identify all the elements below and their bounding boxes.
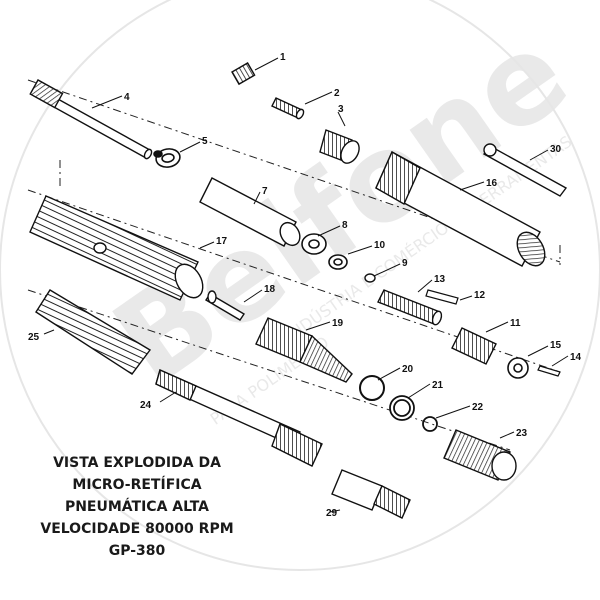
part-23-nut: [443, 429, 517, 481]
label-part-30: 30: [550, 144, 562, 155]
part-16-housing: [375, 151, 546, 267]
part-8-spacer: [301, 233, 327, 255]
label-part-22: 22: [472, 402, 484, 413]
label-part-18: 18: [264, 284, 276, 295]
part-22-o-ring: [422, 416, 438, 432]
label-part-10: 10: [374, 240, 386, 251]
label-part-23: 23: [516, 428, 528, 439]
part-25-bellows: [35, 289, 152, 375]
watermark-circle-icon: [0, 0, 600, 571]
caption-line-3: PNEUMÁTICA ALTA: [64, 499, 210, 515]
part-18-stem: [205, 290, 245, 321]
label-part-5: 5: [202, 136, 208, 147]
label-part-29: 29: [326, 508, 338, 519]
label-part-7: 7: [262, 186, 268, 197]
part-11-sleeve: [451, 327, 497, 365]
part-15-cap: [507, 357, 529, 379]
part-3-chuck-nut: [319, 129, 360, 164]
label-part-15: 15: [550, 340, 562, 351]
part-2-collet: [271, 97, 305, 120]
label-part-12: 12: [474, 290, 486, 301]
part-5-ring: [153, 148, 181, 168]
label-part-24: 24: [140, 400, 152, 411]
part-21-ring: [389, 395, 415, 421]
label-part-9: 9: [402, 258, 408, 269]
part-24-hose: [155, 369, 323, 467]
label-part-21: 21: [432, 380, 444, 391]
label-part-19: 19: [332, 318, 344, 329]
leader-lines: [43, 57, 569, 513]
label-part-2: 2: [334, 88, 340, 99]
label-part-14: 14: [570, 352, 582, 363]
label-part-16: 16: [486, 178, 498, 189]
part-20-o-ring: [359, 375, 385, 401]
label-part-8: 8: [342, 220, 348, 231]
part-13-valve: [377, 289, 443, 326]
caption-line-2: MICRO-RETÍFICA: [72, 477, 202, 493]
part-4-shaft: [29, 79, 153, 160]
watermark-brand: Belfone: [90, 4, 592, 414]
part-30-wrench: [482, 143, 568, 197]
label-part-13: 13: [434, 274, 446, 285]
label-part-3: 3: [338, 104, 344, 115]
part-29-fitting: [331, 469, 411, 519]
part-7-sleeve: [199, 177, 301, 247]
label-part-25: 25: [28, 332, 40, 343]
part-9-small-ring: [364, 273, 376, 283]
part-14-pin: [537, 365, 561, 377]
label-part-1: 1: [280, 52, 286, 63]
label-part-11: 11: [510, 318, 521, 329]
label-part-17: 17: [216, 236, 228, 247]
part-19-body: [255, 317, 353, 383]
caption-line-4: VELOCIDADE 80000 RPM: [40, 521, 234, 537]
caption-line-1: VISTA EXPLODIDA DA: [53, 455, 221, 471]
part-1-nut: [231, 62, 256, 86]
part-10-washer: [328, 254, 348, 270]
label-part-20: 20: [402, 364, 414, 375]
part-12-pin: [425, 289, 459, 305]
caption-line-5: GP-380: [108, 543, 166, 559]
diagram-caption: VISTA EXPLODIDA DA MICRO-RETÍFICA PNEUMÁ…: [22, 452, 252, 562]
label-part-4: 4: [124, 92, 130, 103]
part-17-grip: [29, 195, 204, 301]
part-labels: 1 2 3 4 5 7 8 9 10 11 12 13 14 15 16 17 …: [28, 52, 582, 519]
